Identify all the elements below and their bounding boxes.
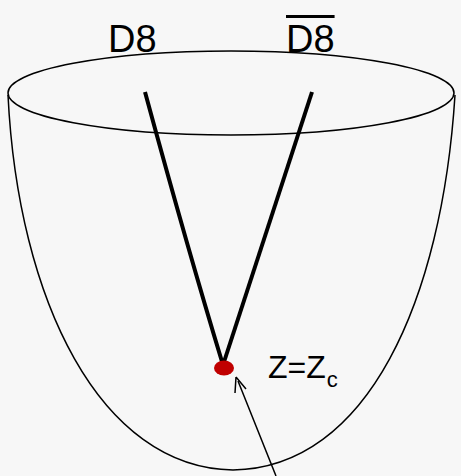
pointer-arrowhead (235, 377, 246, 393)
top-ellipse (8, 51, 454, 135)
brane-label: D8 (108, 20, 157, 58)
d8-brane (145, 92, 223, 365)
anti-d8-brane (223, 92, 312, 365)
position-label: Z=Z (268, 351, 326, 383)
pointer-arrow (238, 381, 276, 476)
junction-dot (214, 361, 234, 376)
position-subscript: c (327, 369, 338, 391)
bowl-outline (8, 95, 455, 470)
antibrane-label: D8 (286, 20, 335, 58)
